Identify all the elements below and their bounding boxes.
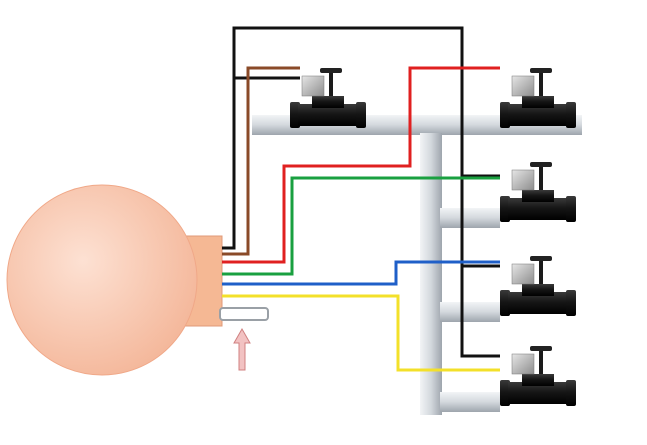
wire-brown xyxy=(222,66,300,256)
branch-pipe-3 xyxy=(440,302,500,322)
vertical-manifold xyxy=(420,133,442,415)
controller xyxy=(6,184,269,376)
valve-1 xyxy=(289,67,367,129)
wire-black xyxy=(222,26,500,358)
wire-green xyxy=(222,176,500,276)
valve-5 xyxy=(499,345,577,407)
branch-pipe-4 xyxy=(440,392,500,412)
wire-red xyxy=(222,66,500,264)
valve-3 xyxy=(499,161,577,223)
wire-bundle xyxy=(222,26,500,372)
branch-pipe-2 xyxy=(440,208,500,228)
wire-yellow xyxy=(222,294,500,372)
valve-4 xyxy=(499,255,577,317)
controller-body xyxy=(6,184,198,376)
valve-2 xyxy=(499,67,577,129)
wire-blue xyxy=(222,260,500,286)
up-arrow-icon xyxy=(233,327,251,371)
sensor-tube xyxy=(219,307,269,321)
